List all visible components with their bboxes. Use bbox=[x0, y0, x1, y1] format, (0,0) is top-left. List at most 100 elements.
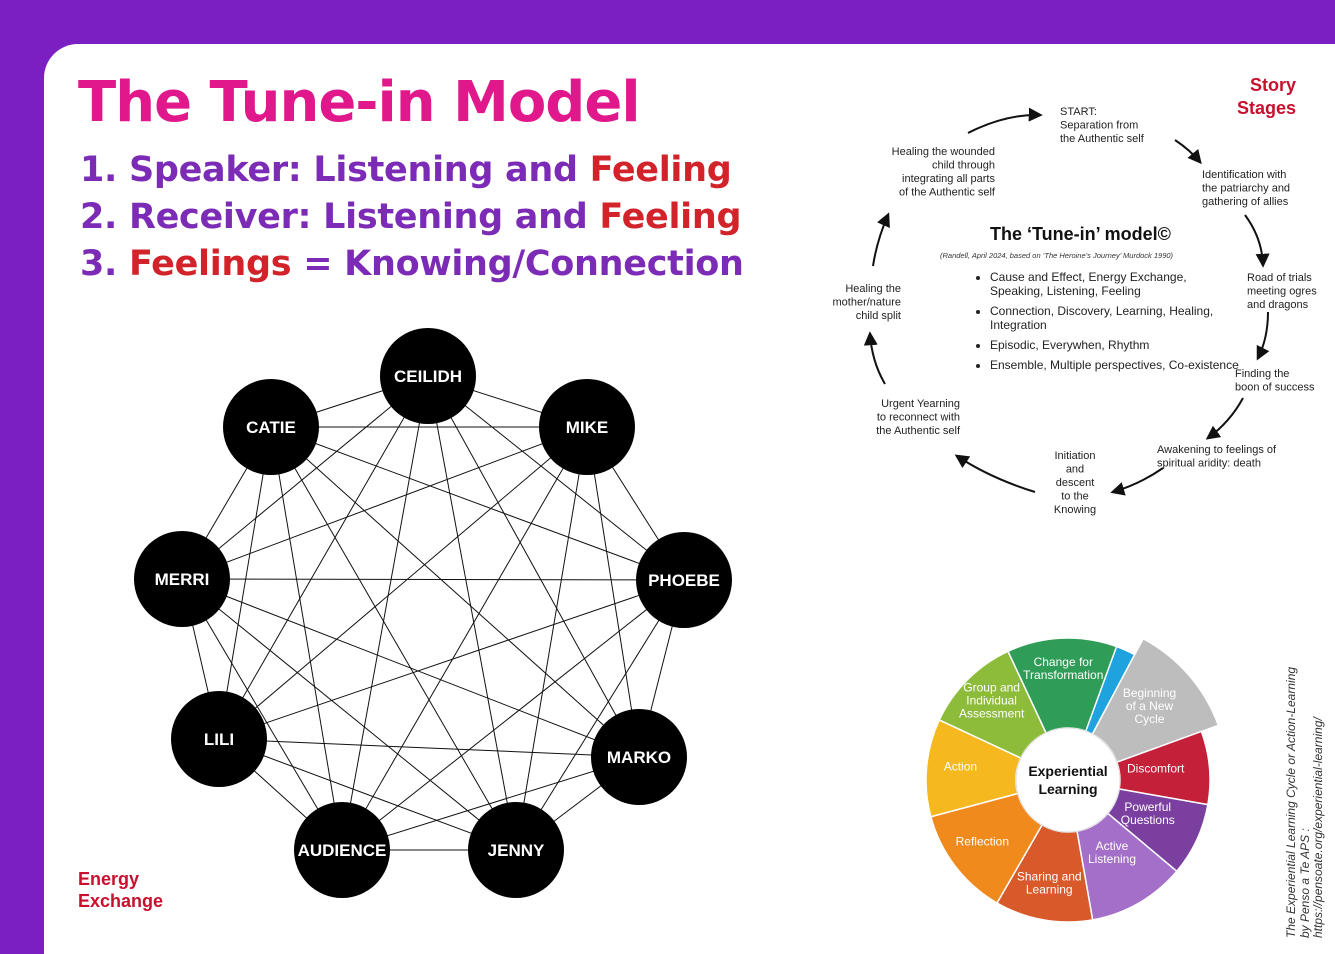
network-node-mike: MIKE bbox=[539, 379, 635, 475]
cycle-arrow bbox=[863, 331, 886, 385]
slide-title: The Tune-in Model bbox=[78, 70, 641, 135]
story-cycle-arrows bbox=[863, 107, 1270, 496]
wheel-segment-label: Discomfort bbox=[1127, 761, 1185, 775]
node-label: CATIE bbox=[246, 418, 296, 437]
point-number: 3. bbox=[80, 244, 118, 284]
learning-cycle-citation: The Experiential Learning Cycle or Actio… bbox=[1284, 608, 1326, 938]
tune-in-model-bullets: Cause and Effect, Energy Exchange, Speak… bbox=[972, 270, 1240, 378]
network-node-catie: CATIE bbox=[223, 379, 319, 475]
node-label: PHOEBE bbox=[648, 571, 720, 590]
story-label-line: Stages bbox=[1236, 98, 1296, 118]
network-edge bbox=[181, 578, 343, 851]
point-receiver: 2. Receiver: Listening and Feeling bbox=[80, 197, 742, 237]
point-text: = Knowing/Connection bbox=[303, 244, 744, 284]
point-feelings: 3. Feelings = Knowing/Connection bbox=[80, 244, 744, 284]
point-number: 1. bbox=[80, 150, 118, 190]
network-edge bbox=[341, 756, 640, 851]
node-circle bbox=[539, 379, 635, 475]
node-label: MIKE bbox=[566, 418, 609, 437]
network-node-marko: MARKO bbox=[591, 709, 687, 805]
network-edge bbox=[181, 578, 685, 581]
network-edge bbox=[341, 375, 429, 851]
node-circle bbox=[380, 328, 476, 424]
network-node-merri: MERRI bbox=[134, 531, 230, 627]
network-node-jenny: JENNY bbox=[468, 802, 564, 898]
point-text: Receiver: Listening and bbox=[128, 197, 588, 237]
network-edge bbox=[270, 426, 517, 851]
point-number: 2. bbox=[80, 197, 118, 237]
cycle-arrow bbox=[872, 212, 890, 267]
network-edge bbox=[341, 426, 588, 851]
node-circle bbox=[134, 531, 230, 627]
network-node-audience: AUDIENCE bbox=[294, 802, 390, 898]
model-bullet: Connection, Discovery, Learning, Healing… bbox=[990, 304, 1240, 332]
network-edge bbox=[218, 738, 640, 758]
cycle-arrow bbox=[967, 107, 1043, 134]
node-circle bbox=[468, 802, 564, 898]
network-edge bbox=[270, 426, 685, 581]
wheel-segment-label: Action bbox=[944, 760, 977, 774]
network-node-lili: LILI bbox=[171, 691, 267, 787]
network-edge bbox=[427, 375, 685, 581]
network-edge bbox=[218, 375, 429, 740]
wheel-segment-label: Reflection bbox=[956, 835, 1009, 849]
network-edge bbox=[515, 426, 588, 851]
network-nodes: CEILIDH MIKE PHOEBE MARKO JENNY AUDIENCE LILI M… bbox=[134, 328, 732, 898]
network-edge bbox=[270, 426, 640, 758]
model-bullet: Cause and Effect, Energy Exchange, Speak… bbox=[990, 270, 1240, 298]
citation-link[interactable]: https://pensoate.org/experiential-learni… bbox=[1311, 717, 1325, 938]
cycle-arrow bbox=[1256, 311, 1270, 361]
node-label: MERRI bbox=[155, 570, 210, 589]
tune-in-model-title: The ‘Tune-in’ model© bbox=[990, 224, 1171, 244]
node-circle bbox=[171, 691, 267, 787]
node-circle bbox=[591, 709, 687, 805]
node-label: MARKO bbox=[607, 748, 671, 767]
point-text: Speaker: Listening and bbox=[128, 150, 578, 190]
point-speaker: 1. Speaker: Listening and Feeling bbox=[80, 150, 732, 190]
point-accent: Feeling bbox=[599, 197, 742, 237]
point-accent: Feelings bbox=[128, 244, 292, 284]
cycle-arrow bbox=[1244, 214, 1270, 268]
citation-line: The Experiential Learning Cycle or Actio… bbox=[1284, 666, 1298, 938]
tune-in-model-subtitle: (Randell, April 2024, based on ‘The Hero… bbox=[940, 251, 1174, 260]
energy-label-line: Exchange bbox=[78, 891, 164, 911]
model-bullet: Ensemble, Multiple perspectives, Co-exis… bbox=[990, 358, 1240, 372]
node-circle bbox=[294, 802, 390, 898]
energy-label-line: Energy bbox=[78, 869, 140, 889]
network-edge bbox=[181, 375, 429, 580]
network-edge bbox=[218, 426, 272, 740]
citation-line: by Penso a Te APS : bbox=[1297, 828, 1312, 938]
network-edge bbox=[341, 579, 685, 851]
node-circle bbox=[636, 532, 732, 628]
network-edge bbox=[218, 579, 685, 740]
node-label: AUDIENCE bbox=[298, 841, 387, 860]
network-node-ceilidh: CEILIDH bbox=[380, 328, 476, 424]
experiential-learning-wheel: State ofBalanceBeginningof a NewCycleDis… bbox=[925, 637, 1220, 923]
node-label: LILI bbox=[204, 730, 234, 749]
cycle-arrow bbox=[1174, 139, 1202, 165]
model-bullet: Episodic, Everywhen, Rhythm bbox=[990, 338, 1240, 352]
wheel-center bbox=[1015, 727, 1121, 833]
story-label-line: Story bbox=[1249, 75, 1296, 95]
network-edge bbox=[218, 426, 588, 740]
node-circle bbox=[223, 379, 319, 475]
network-edge bbox=[218, 738, 517, 851]
story-stages-label: Story Stages bbox=[1200, 74, 1296, 120]
network-edge bbox=[270, 426, 343, 851]
node-label: JENNY bbox=[488, 841, 545, 860]
